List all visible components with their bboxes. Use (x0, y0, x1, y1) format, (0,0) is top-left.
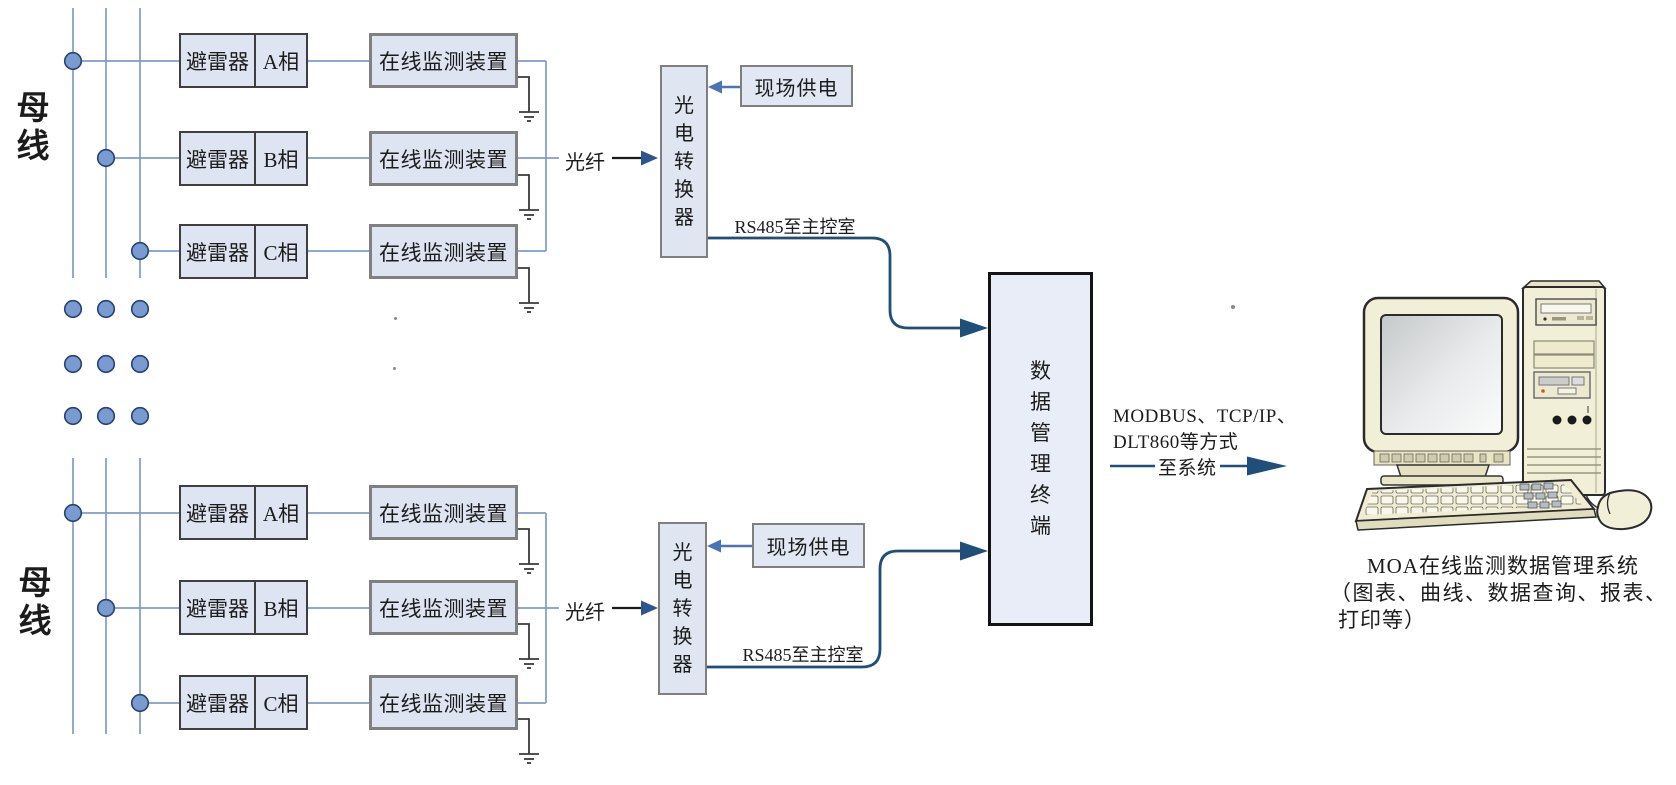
computer-mouse (1585, 489, 1653, 531)
computer-monitor (1362, 296, 1520, 486)
g2-power-arrow (707, 539, 752, 553)
converter-label: 光电转换器 (672, 541, 693, 676)
g1-fiber-arrow (612, 150, 658, 166)
g1-power-arrow (708, 80, 740, 94)
stray-speck (1231, 305, 1235, 309)
g2-bus-label: 母线 (18, 566, 52, 640)
g2-fiber-label: 光纤 (565, 602, 605, 624)
system-link-line3: 至系统 (1155, 453, 1220, 480)
stray-speck (393, 367, 396, 370)
system-link-line1: MODBUS、TCP/IP、 (1113, 406, 1297, 427)
g2-row-a-arrester-box: 避雷器 A相 (179, 485, 308, 540)
g2-rs485-arrow (707, 541, 988, 669)
g1-bus-label: 母线 (16, 91, 50, 165)
g2-converter-box: 光电转换器 (658, 522, 707, 695)
phase-label: C相 (263, 240, 299, 265)
phase-label: B相 (263, 596, 299, 621)
arrester-label: 避雷器 (181, 677, 256, 728)
phase-label: C相 (263, 691, 299, 716)
phase-label: A相 (262, 501, 300, 526)
arrester-label: 避雷器 (181, 35, 256, 86)
arrester-label: 避雷器 (181, 226, 256, 277)
g1-converter-box: 光电转换器 (660, 65, 708, 258)
g1-row-a-arrester-box: 避雷器 A相 (179, 33, 308, 88)
computer-keyboard (1354, 478, 1597, 531)
g1-fiber-label: 光纤 (565, 152, 605, 174)
computer-tower (1521, 280, 1607, 496)
g2-rs485-label: RS485至主控室 (742, 645, 864, 665)
g1-row-a-monitor-box: 在线监测装置 (369, 33, 518, 88)
phase-label: A相 (262, 49, 300, 74)
g1-power-box: 现场供电 (740, 65, 853, 107)
stray-speck (394, 317, 397, 320)
computer-illustration (1354, 280, 1653, 531)
data-terminal-box: 数据管理终端 (988, 272, 1093, 626)
g1-bus-and-connection-lines (72, 8, 559, 278)
g1-row-b-monitor-box: 在线监测装置 (369, 131, 518, 186)
g2-fiber-arrow (612, 600, 658, 616)
arrester-label: 避雷器 (181, 133, 256, 184)
computer-caption-line3: 打印等） (1338, 608, 1426, 632)
arrester-label: 避雷器 (181, 487, 256, 538)
phase-label: B相 (263, 147, 299, 172)
g1-rs485-arrow (708, 236, 988, 338)
g1-row-b-arrester-box: 避雷器 B相 (179, 131, 308, 186)
g2-row-a-monitor-box: 在线监测装置 (369, 485, 518, 540)
g1-row-c-monitor-box: 在线监测装置 (369, 224, 518, 279)
g2-row-c-monitor-box: 在线监测装置 (369, 675, 518, 730)
computer-caption-line2: （图表、曲线、数据查询、报表、 (1330, 581, 1668, 605)
g1-rs485-label: RS485至主控室 (734, 217, 856, 237)
g2-row-b-monitor-box: 在线监测装置 (369, 580, 518, 635)
continuation-dots-grid (63, 299, 150, 426)
data-terminal-label: 数据管理终端 (1030, 359, 1051, 538)
ground-symbols (518, 76, 539, 764)
computer-caption-line1: MOA在线监测数据管理系统 (1367, 554, 1640, 578)
g1-row-c-arrester-box: 避雷器 C相 (179, 224, 308, 279)
system-link-line2: DLT860等方式 (1113, 432, 1239, 453)
g2-power-box: 现场供电 (752, 523, 865, 568)
bus-tap-dots (63, 51, 150, 713)
arrester-label: 避雷器 (181, 582, 256, 633)
g2-row-c-arrester-box: 避雷器 C相 (179, 675, 308, 730)
g2-row-b-arrester-box: 避雷器 B相 (179, 580, 308, 635)
converter-label: 光电转换器 (674, 94, 694, 229)
